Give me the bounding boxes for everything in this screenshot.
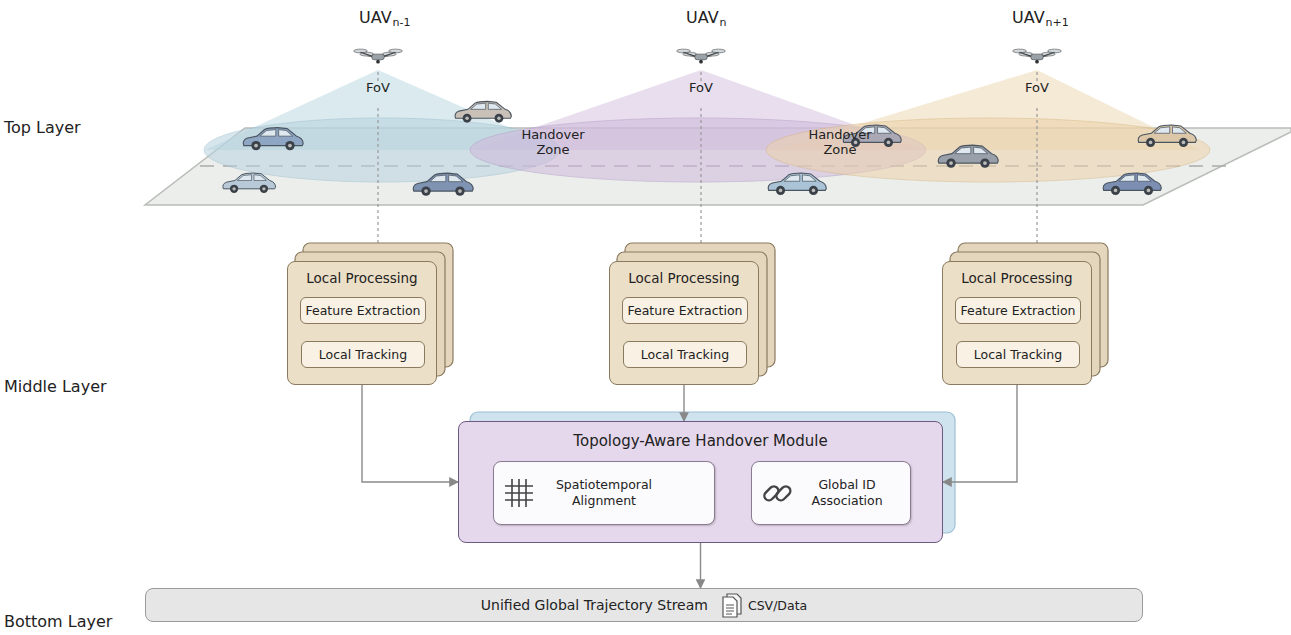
node-text: Feature Extraction xyxy=(305,303,420,318)
flow-connector xyxy=(362,385,458,482)
document-icon xyxy=(720,592,744,618)
step-box: Local Tracking xyxy=(956,341,1080,368)
processing-box: Local ProcessingFeature ExtractionLocal … xyxy=(942,261,1092,385)
node-text: Local Tracking xyxy=(319,347,407,362)
step-box: Feature Extraction xyxy=(622,297,747,324)
uav-label: UAV xyxy=(359,8,392,27)
processing-box: Local ProcessingFeature ExtractionLocal … xyxy=(287,261,437,385)
fov-label: FoV xyxy=(689,80,713,95)
layer-label: Top Layer xyxy=(4,118,81,137)
node-text: Local Processing xyxy=(306,270,417,286)
layer-label: Bottom Layer xyxy=(4,612,112,631)
step-box: Spatiotemporal Alignment xyxy=(493,461,715,525)
step-box: Feature Extraction xyxy=(955,297,1080,324)
node-text: Global ID Association xyxy=(802,477,892,510)
flow-connector xyxy=(683,385,684,421)
node-text: Local Tracking xyxy=(974,347,1062,362)
node-text: Spatiotemporal Alignment xyxy=(544,477,664,510)
node-text: Topology-Aware Handover Module xyxy=(573,432,827,450)
uav-label: UAV xyxy=(1012,8,1045,27)
grid-icon xyxy=(502,476,536,510)
node-text: Feature Extraction xyxy=(960,303,1075,318)
step-box: Local Tracking xyxy=(301,341,425,368)
node-text: Local Processing xyxy=(628,270,739,286)
step-box: Local Tracking xyxy=(623,341,747,368)
layer-label: Middle Layer xyxy=(4,377,107,396)
output-bar: Unified Global Trajectory Stream CSV/Data xyxy=(145,588,1143,622)
node-text: Feature Extraction xyxy=(627,303,742,318)
processing-box: Local ProcessingFeature ExtractionLocal … xyxy=(609,261,759,385)
node-text: Local Tracking xyxy=(641,347,729,362)
node-text: CSV/Data xyxy=(748,598,807,613)
uav-subscript: n+1 xyxy=(1046,16,1069,29)
link-icon xyxy=(760,476,794,510)
module-box: Topology-Aware Handover ModuleSpatiotemp… xyxy=(458,421,943,543)
fov-label: FoV xyxy=(366,80,390,95)
uav-subscript: n xyxy=(720,16,727,29)
node-text: Local Processing xyxy=(961,270,1072,286)
fov-label: FoV xyxy=(1025,80,1049,95)
uav-subscript: n-1 xyxy=(393,16,411,29)
uav-label: UAV xyxy=(686,8,719,27)
node-text: Unified Global Trajectory Stream xyxy=(481,597,708,613)
zone-label: Handover Zone xyxy=(805,128,875,158)
flow-connector xyxy=(700,543,701,588)
step-box: Global ID Association xyxy=(751,461,911,525)
zone-label: Handover Zone xyxy=(518,128,588,158)
flow-connector xyxy=(943,385,1017,482)
step-box: Feature Extraction xyxy=(300,297,425,324)
